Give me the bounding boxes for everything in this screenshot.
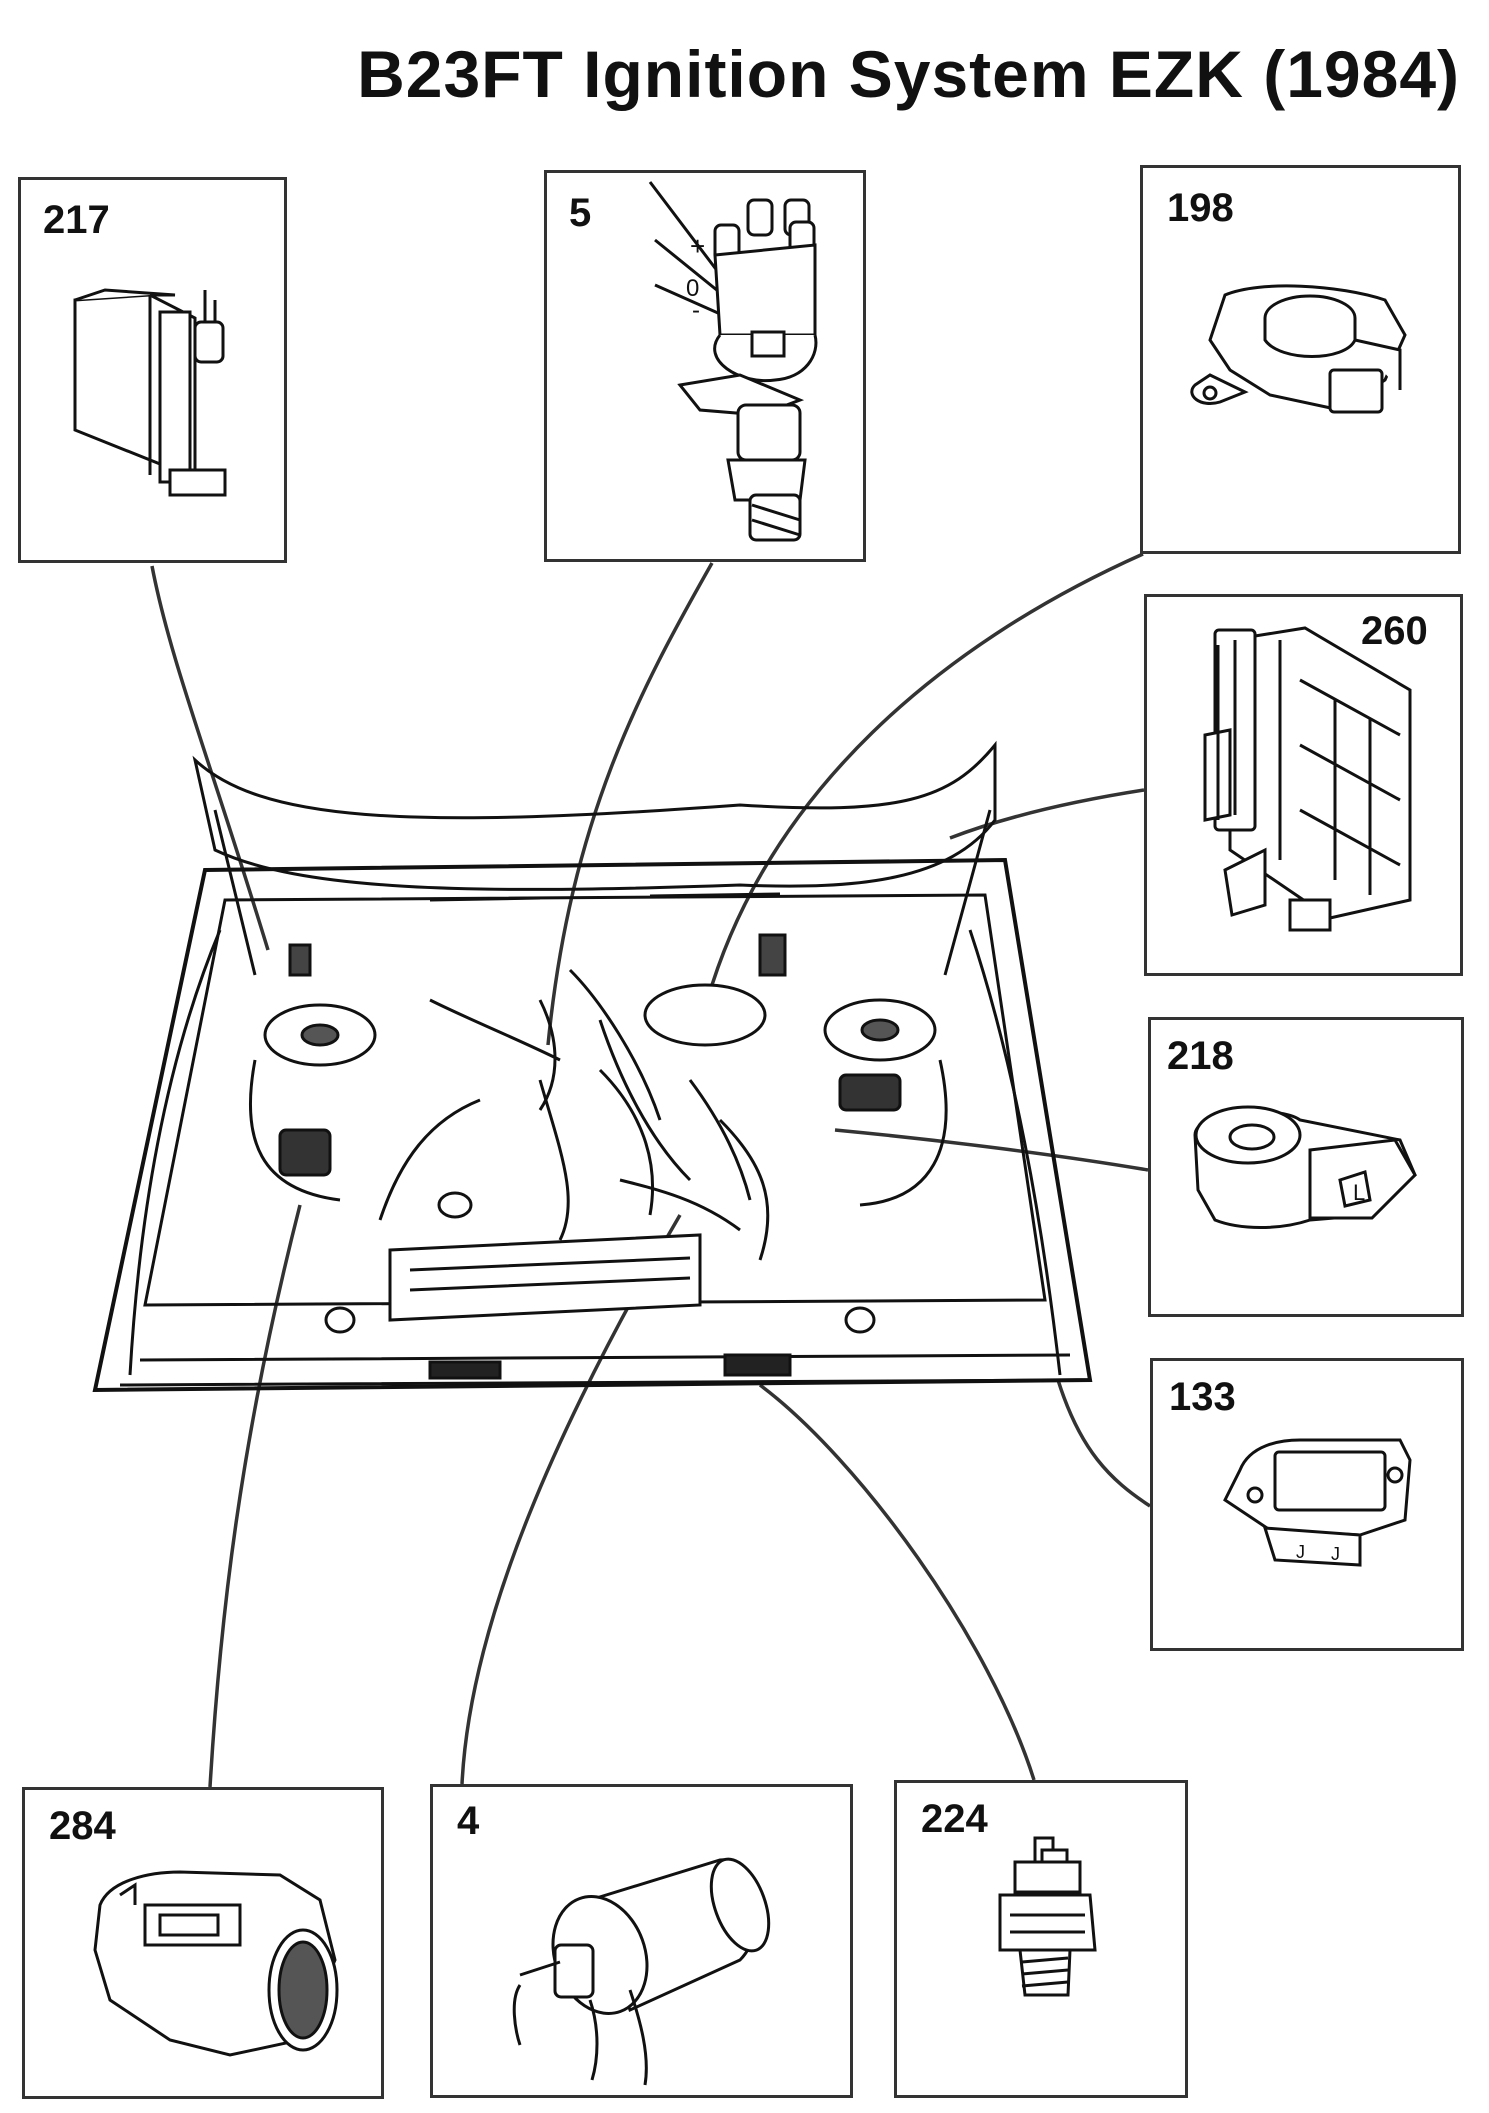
distributor-5-icon: + 0 - <box>648 181 818 542</box>
component-number-5: 5 <box>569 191 592 235</box>
component-number-133: 133 <box>1169 1375 1236 1419</box>
leader-line-198 <box>700 552 1144 1021</box>
knock-sensor-mark: L <box>1353 1180 1365 1205</box>
component-number-224: 224 <box>921 1797 988 1841</box>
distributor-minus-mark: - <box>692 297 700 324</box>
hood-panel <box>192 740 997 891</box>
component-number-4: 4 <box>457 1799 480 1843</box>
module-133-icon: J J <box>1223 1438 1412 1567</box>
leader-line-218 <box>834 1128 1149 1172</box>
temperature-sender-224-icon <box>998 1836 1097 1997</box>
leader-line-260 <box>949 788 1145 840</box>
leader-lines <box>150 552 1151 1788</box>
distributor-plus-mark: + <box>690 231 705 261</box>
component-number-218: 218 <box>1167 1034 1234 1078</box>
component-number-198: 198 <box>1167 186 1234 230</box>
control-unit-217-icon <box>73 288 227 497</box>
leader-line-5 <box>546 562 714 1046</box>
engine-bay-outline <box>92 857 1093 1393</box>
component-number-284: 284 <box>49 1804 116 1848</box>
engine-bay-illustration <box>92 740 1093 1393</box>
leader-line-284 <box>208 1204 302 1788</box>
leader-line-217 <box>150 565 270 951</box>
component-number-260: 260 <box>1361 609 1428 653</box>
air-mass-meter-284-icon <box>93 1870 339 2057</box>
leader-line-133 <box>1056 1379 1151 1508</box>
module-connector-mark-left: J <box>1296 1542 1305 1562</box>
page-title: B23FT Ignition System EZK (1984) <box>357 37 1460 111</box>
knock-sensor-218-icon: L <box>1193 1105 1417 1229</box>
leader-line-224 <box>758 1383 1036 1781</box>
component-number-217: 217 <box>43 198 110 242</box>
ecu-260-icon <box>1203 626 1412 932</box>
ignition-coil-4-icon <box>512 1857 771 2086</box>
module-connector-mark-right: J <box>1331 1544 1340 1564</box>
sensor-198-icon <box>1190 284 1407 414</box>
distributor-zero-mark: 0 <box>686 275 699 302</box>
